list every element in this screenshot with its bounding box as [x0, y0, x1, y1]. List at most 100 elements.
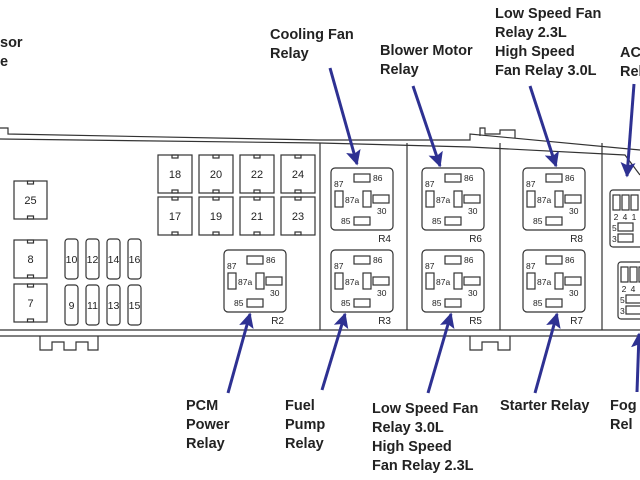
pin-85	[444, 298, 462, 308]
fuse-23: 23	[280, 196, 316, 236]
fuse-label: 11	[87, 300, 98, 312]
fuse-19: 19	[198, 196, 234, 236]
fuse-20: 20	[198, 154, 234, 194]
callout-line: Relay	[186, 436, 225, 452]
pin-87a	[362, 272, 372, 290]
callout-line: Low Speed Fan	[372, 401, 479, 417]
relay-body	[421, 167, 485, 231]
pin	[629, 266, 638, 283]
relay-label: R8	[570, 234, 583, 245]
callout-starter-relay: Starter Relay	[500, 397, 589, 416]
pin-label: 85	[234, 298, 244, 308]
fuse-body	[106, 238, 121, 280]
fuse-clip	[26, 274, 35, 279]
fuse-clip	[212, 231, 220, 236]
fuse-clip	[26, 239, 35, 244]
pin-label: 87	[227, 261, 237, 271]
callout-line: Rel	[610, 417, 633, 433]
fuse-body	[106, 284, 121, 326]
fuse-clip	[26, 318, 35, 323]
relay-label: R6	[469, 234, 482, 245]
pin-label: 2	[614, 212, 619, 222]
housing-top-outer	[0, 127, 640, 151]
callout-fog-relay: Fog Rel	[610, 397, 637, 435]
arrow-cooling-fan-relay	[328, 67, 361, 166]
fuse-clip	[253, 189, 261, 194]
callout-line: Fuel	[285, 398, 315, 414]
fuse-label: 8	[27, 254, 33, 266]
relay-body	[330, 249, 394, 313]
callout-pcm-power-relay: PCM Power Relay	[186, 397, 230, 454]
pin-label: 86	[565, 173, 575, 183]
pin-85	[545, 216, 563, 226]
callout-blower-motor-relay: Blower Motor Relay	[380, 42, 473, 80]
pin-label: 30	[468, 206, 478, 216]
pin-label: 86	[266, 255, 276, 265]
callout-line: Pump	[285, 417, 326, 433]
fuse-17: 17	[157, 196, 193, 236]
pin-86	[444, 255, 462, 265]
pin-label: 2	[622, 284, 627, 294]
arrow-low-speed-fan-relay-3-0l	[426, 312, 455, 394]
callout-fuel-pump-relay: Fuel Pump Relay	[285, 397, 325, 454]
housing-bottom	[0, 329, 640, 337]
callout-line: Low Speed Fan	[495, 6, 602, 22]
pin-87a	[453, 272, 463, 290]
callout-line: Blower Motor	[380, 43, 473, 59]
pin-85	[353, 298, 371, 308]
mini-fuse-14: 14	[106, 238, 121, 280]
callout-line: Fog	[610, 398, 637, 414]
fuse-clip	[212, 154, 220, 159]
pin-label: 30	[270, 288, 280, 298]
pin-label: 85	[341, 298, 351, 308]
pin-30	[564, 194, 582, 204]
fuse-label: 15	[129, 300, 141, 312]
mini-fuse-11: 11	[85, 284, 100, 326]
fuse-clip	[26, 180, 35, 185]
fuse-label: 19	[210, 211, 222, 223]
fuse-label: 14	[108, 254, 120, 266]
pin-label: 30	[468, 288, 478, 298]
relay-body	[223, 249, 287, 313]
mini-fuse-9: 9	[64, 284, 79, 326]
pin	[625, 294, 640, 304]
pin-label: 5	[612, 223, 617, 233]
fuse-clip	[253, 154, 261, 159]
callout-line: Rel	[620, 64, 640, 80]
fuse-clip	[294, 189, 302, 194]
callout-line: Starter Relay	[500, 398, 590, 414]
callout-line: Cooling Fan	[270, 27, 354, 43]
fuse-clip	[26, 215, 35, 220]
fuse-22: 22	[239, 154, 275, 194]
pin	[630, 194, 639, 211]
fuse-clip	[171, 189, 179, 194]
pin	[617, 222, 634, 232]
fuse-label: 22	[251, 169, 263, 181]
pin	[617, 233, 634, 243]
pin-85	[545, 298, 563, 308]
fuse-body	[85, 284, 100, 326]
fuse-label: 24	[292, 169, 304, 181]
pin	[621, 194, 630, 211]
pin-label: 86	[373, 255, 383, 265]
pin-87	[526, 272, 536, 290]
pin-label: 85	[432, 298, 442, 308]
fuse-25: 25	[13, 180, 48, 220]
callout-line: sor	[0, 35, 23, 51]
callout-compressor-relay: sor e	[0, 34, 23, 72]
pin-87a	[362, 190, 372, 208]
pin-label: 30	[377, 206, 387, 216]
pin-30	[265, 276, 283, 286]
fuse-clip	[171, 231, 179, 236]
fuse-21: 21	[239, 196, 275, 236]
pin-label: 87a	[537, 277, 551, 287]
pin-86	[545, 173, 563, 183]
fuse-body	[127, 238, 142, 280]
fuse-label: 9	[69, 300, 75, 312]
fuse-24: 24	[280, 154, 316, 194]
